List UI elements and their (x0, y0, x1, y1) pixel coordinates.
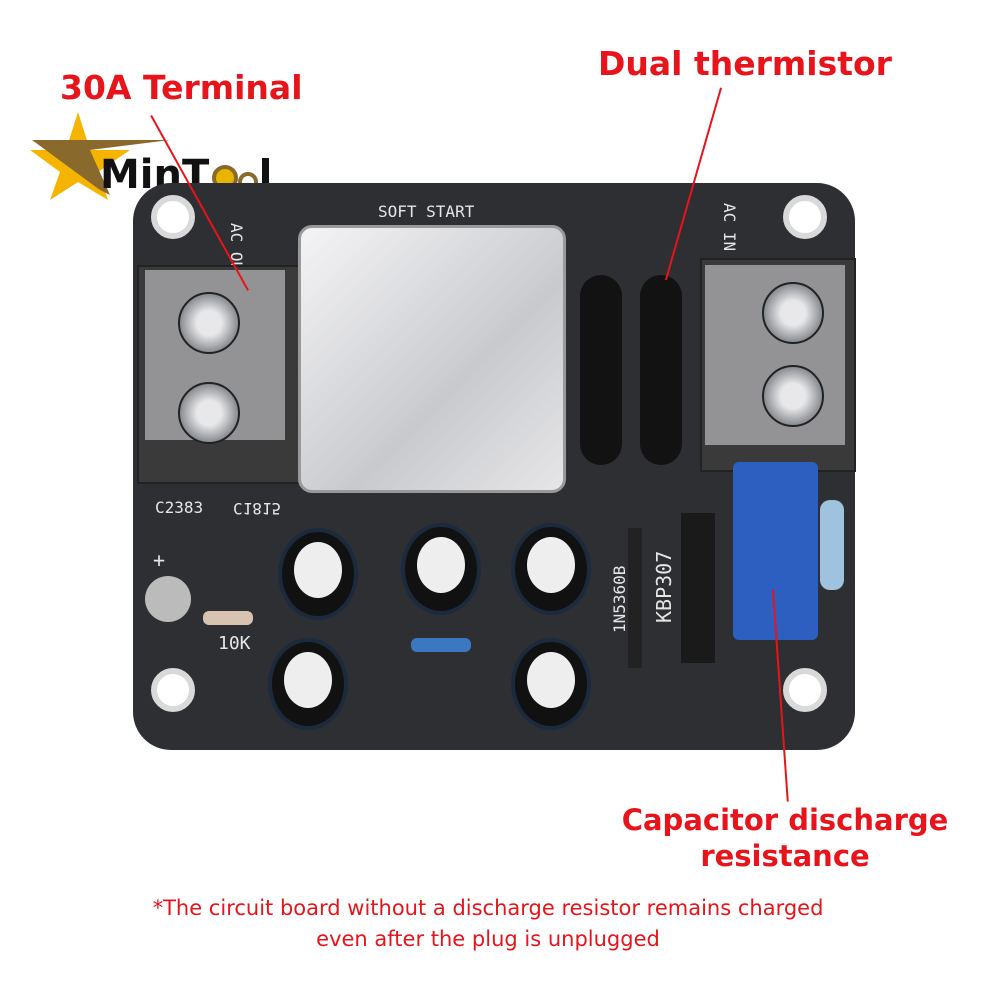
mounting-hole (783, 195, 827, 239)
mounting-hole (783, 668, 827, 712)
callout-line2: resistance (700, 839, 870, 873)
electrolytic-capacitor (268, 638, 348, 730)
silk-led-plus: + (153, 548, 166, 572)
footnote: *The circuit board without a discharge r… (0, 893, 976, 955)
bridge-rectifier (681, 513, 715, 663)
screw-icon (762, 282, 824, 344)
callout-30a-terminal: 30A Terminal (60, 68, 303, 107)
mounting-hole (151, 668, 195, 712)
callout-capacitor-discharge: Capacitor discharge resistance (620, 802, 950, 874)
resistor-10k (203, 611, 253, 625)
footnote-line2: even after the plug is unplugged (316, 927, 660, 951)
led (145, 576, 191, 622)
diode (628, 528, 642, 668)
silk-c1815: C1815 (233, 499, 282, 518)
screw-icon (178, 292, 240, 354)
silk-10k: 10K (218, 633, 251, 654)
silk-diode: 1N5360B (610, 565, 629, 633)
callout-line1: Capacitor discharge (621, 803, 949, 837)
discharge-resistor (820, 500, 844, 590)
electrolytic-capacitor (511, 638, 591, 730)
resistor (411, 638, 471, 652)
screw-icon (178, 382, 240, 444)
discharge-capacitor (733, 462, 818, 640)
electrolytic-capacitor (278, 528, 358, 620)
mounting-hole (151, 195, 195, 239)
silk-ac-in: AC IN (720, 203, 739, 252)
screw-icon (762, 365, 824, 427)
silk-soft-start: SOFT START (378, 202, 475, 221)
silk-c2383: C2383 (155, 498, 204, 517)
electrolytic-capacitor (511, 523, 591, 615)
electrolytic-capacitor (401, 523, 481, 615)
footnote-line1: *The circuit board without a discharge r… (152, 896, 824, 920)
soft-start-relay (298, 225, 566, 493)
thermistor (640, 275, 682, 465)
silk-kbp307: KBP307 (652, 550, 676, 623)
callout-dual-thermistor: Dual thermistor (598, 44, 892, 83)
thermistor (580, 275, 622, 465)
